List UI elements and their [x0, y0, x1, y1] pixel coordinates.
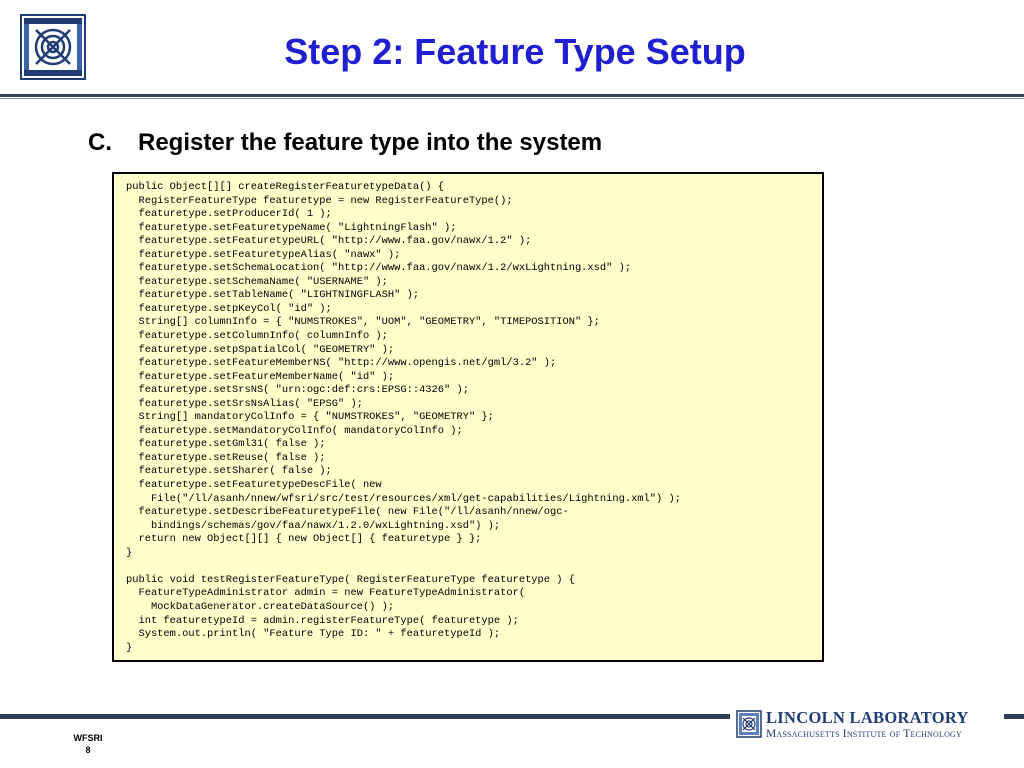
- header-divider-thin: [0, 98, 1024, 99]
- lincoln-lab-logo-icon: [20, 14, 86, 80]
- slide-title: Step 2: Feature Type Setup: [284, 31, 746, 72]
- section-heading-text: Register the feature type into the syste…: [138, 129, 603, 156]
- slide-footer: WFSRI 8: [60, 732, 116, 756]
- org-name: LINCOLN LABORATORY: [766, 708, 969, 727]
- lincoln-lab-emblem-icon: [736, 710, 762, 738]
- footer-label: WFSRI: [73, 733, 103, 743]
- footer-divider-end: [1004, 714, 1024, 719]
- section-heading: C. Register the feature type into the sys…: [88, 128, 602, 158]
- header-divider: [0, 94, 1024, 97]
- code-listing: public Object[][] createRegisterFeaturet…: [126, 181, 681, 654]
- page-number: 8: [85, 745, 91, 755]
- institution-name: Massachusetts Institute of Technology: [766, 728, 963, 740]
- footer-divider: [0, 714, 730, 719]
- section-letter: C.: [88, 129, 112, 156]
- code-block: public Object[][] createRegisterFeaturet…: [112, 172, 824, 662]
- lincoln-laboratory-branding: LINCOLN LABORATORY Massachusetts Institu…: [736, 708, 1002, 744]
